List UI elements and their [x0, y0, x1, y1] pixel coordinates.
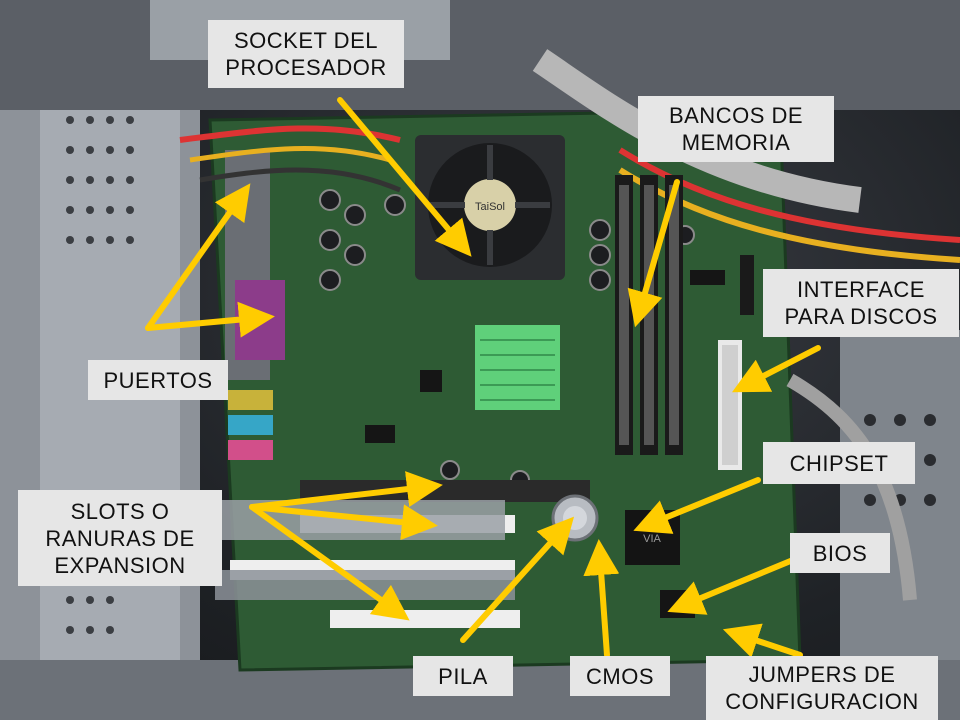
bios-chip: [660, 590, 695, 618]
northbridge-heatsink: [475, 325, 560, 410]
fan-brand-text: TaiSol: [475, 201, 505, 213]
chipset-logo-text: VIA: [643, 533, 661, 545]
case-vent-holes: [66, 116, 134, 634]
label-cmos: CMOS: [570, 656, 670, 696]
label-chipset: CHIPSET: [763, 442, 915, 484]
serial-port: [235, 280, 285, 360]
label-slots-o-ranuras-de-expansion: SLOTS O RANURAS DE EXPANSION: [18, 490, 222, 586]
case-top: [0, 0, 960, 110]
label-puertos: PUERTOS: [88, 360, 228, 400]
label-socket-del-procesador: SOCKET DEL PROCESADOR: [208, 20, 404, 88]
label-bios: BIOS: [790, 533, 890, 573]
memory-slots: [615, 175, 683, 455]
label-pila: PILA: [413, 656, 513, 696]
label-interface-para-discos: INTERFACE PARA DISCOS: [763, 269, 959, 337]
label-jumpers-de-configuracion: JUMPERS DE CONFIGURACION: [706, 656, 938, 720]
label-bancos-de-memoria: BANCOS DE MEMORIA: [638, 96, 834, 162]
